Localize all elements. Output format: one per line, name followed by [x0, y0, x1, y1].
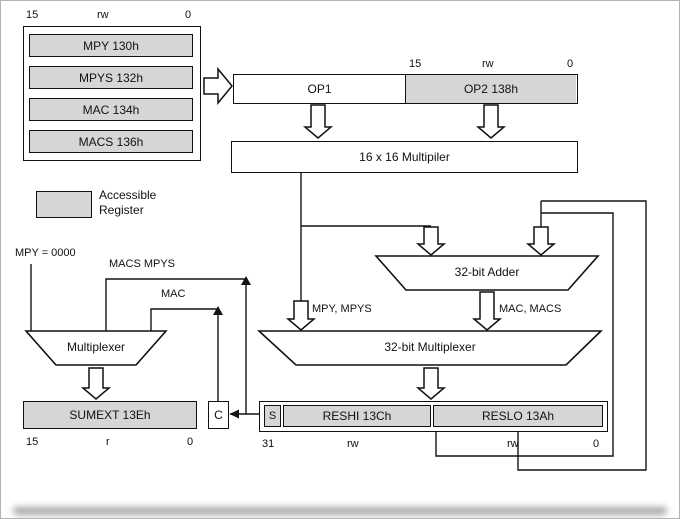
mux32-label: 32-bit Multiplexer	[384, 340, 476, 354]
sumext-bit-low: 0	[187, 436, 194, 448]
stack-bit-low: 0	[185, 9, 192, 21]
adder-label: 32-bit Adder	[454, 265, 520, 279]
stack-bit-high: 15	[26, 9, 39, 21]
reshi-register: RESHI 13Ch	[283, 405, 431, 427]
carry-line	[150, 308, 219, 401]
op2-bit-high: 15	[409, 58, 422, 70]
op1-to-multiplier-arrow	[302, 104, 334, 139]
legend-line1: Accessible	[99, 188, 157, 202]
left-multiplexer-label: Multiplexer	[66, 340, 126, 354]
result-bit-high: 31	[262, 438, 275, 450]
multiplier-to-adder-arrow	[415, 226, 447, 256]
multiplier-16x16: 16 x 16 Multipiler	[231, 141, 578, 173]
mux32-shape	[256, 330, 603, 366]
register-mpy: MPY 130h	[29, 34, 193, 57]
adder-to-mux-arrow	[471, 291, 503, 331]
sign-bit-box: S	[264, 405, 281, 427]
reslo-register: RESLO 13Ah	[433, 405, 603, 427]
macs-mpys-label: MACS MPYS	[109, 258, 176, 270]
mpy-constant-label: MPY = 0000	[15, 247, 76, 259]
stack-bit-rw: rw	[97, 9, 109, 21]
sumext-bit-r: r	[106, 436, 110, 448]
legend-label: Accessible Register	[99, 188, 156, 218]
stack-to-op1-arrow	[203, 66, 233, 106]
adder-shape	[374, 255, 600, 291]
result-feedback-inner-line	[435, 212, 614, 457]
mac-macs-path-label: MAC, MACS	[499, 303, 562, 315]
mpy-mpys-to-mux-arrow	[285, 300, 317, 331]
op2-bit-low: 0	[567, 58, 574, 70]
mac-label: MAC	[161, 288, 186, 300]
mpy-mpys-path-label: MPY, MPYS	[312, 303, 372, 315]
op2-register: OP2 138h	[405, 75, 576, 103]
op2-to-multiplier-arrow	[475, 104, 507, 139]
sumext-bit-high: 15	[26, 436, 39, 448]
carry-line-arrowhead	[213, 306, 223, 315]
op2-bit-rw: rw	[482, 58, 494, 70]
result-feedback-outer-line	[517, 200, 647, 471]
sumext-register: SUMEXT 13Eh	[23, 401, 197, 429]
reslo-rw: rw	[507, 438, 519, 450]
result-register-group: S RESHI 13Ch RESLO 13Ah	[259, 401, 608, 432]
legend-swatch	[36, 191, 92, 218]
register-mac: MAC 134h	[29, 98, 193, 121]
reshi-rw: rw	[347, 438, 359, 450]
result-bit-low: 0	[593, 438, 600, 450]
sign-extension-line	[105, 278, 247, 414]
feedback-to-adder-arrow	[525, 226, 557, 256]
left-multiplexer-shape	[24, 330, 168, 366]
legend-line2: Register	[99, 203, 144, 217]
operand-row: OP1 OP2 138h	[233, 74, 578, 104]
mux-to-sumext-arrow	[80, 367, 112, 400]
into-carry-arrowhead	[229, 409, 239, 419]
op1-register: OP1	[307, 82, 332, 96]
register-macs: MACS 136h	[29, 130, 193, 153]
carry-bit-box: C	[208, 401, 229, 429]
register-mpys: MPYS 132h	[29, 66, 193, 89]
window-shadow	[13, 507, 667, 515]
op1-register-stack: MPY 130h MPYS 132h MAC 134h MACS 136h	[23, 26, 201, 161]
mux-to-result-arrow	[415, 367, 447, 400]
sign-line-arrowhead	[241, 276, 251, 285]
